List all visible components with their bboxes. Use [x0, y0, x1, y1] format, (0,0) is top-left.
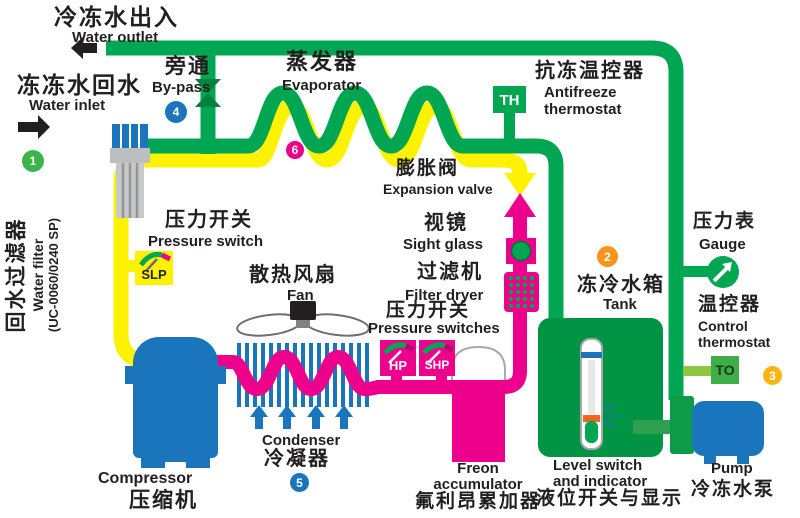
filter-dryer-icon	[504, 272, 539, 312]
to-sensor-label: TO	[715, 362, 735, 378]
control-thermostat-label-en2: thermostat	[698, 334, 771, 350]
slp-pressure-switch-icon	[135, 251, 173, 285]
bypass-label-cn: 旁通	[165, 55, 211, 78]
sight-glass-label-cn: 视镜	[424, 212, 468, 234]
gauge-icon	[683, 256, 739, 288]
marker-5: 5	[290, 473, 309, 492]
freon-accumulator-label-en2: accumulator	[433, 476, 523, 493]
bypass-label-en: By-pass	[152, 79, 211, 96]
fan-label-en: Fan	[287, 287, 314, 304]
expansion-valve-label-en: Expansion valve	[383, 181, 493, 197]
return-water-filter-label-en: Water filter	[30, 238, 46, 312]
level-switch-label-en2: and indicator	[553, 473, 648, 490]
return-water-filter-label: 回水过滤器 Water filter (UC-0060/0240 SP)	[0, 178, 90, 372]
antifreeze-thermostat-label-en2: thermostat	[544, 101, 622, 118]
gauge-label-en: Gauge	[699, 236, 746, 253]
evaporator-label-cn: 蒸发器	[286, 49, 359, 74]
expansion-valve-label-cn: 膨胀阀	[396, 158, 460, 179]
th-sensor-box	[493, 86, 526, 113]
fan-label-cn: 散热风扇	[249, 264, 337, 286]
antifreeze-thermostat-label-en1: Antifreeze	[544, 84, 617, 101]
level-switch-label-cn: 液位开关与显示	[536, 488, 684, 509]
tank-label-en: Tank	[603, 296, 637, 313]
shp-tag-label: SHP	[424, 358, 450, 372]
fan-icon	[236, 301, 370, 337]
condenser-label-en: Condenser	[262, 432, 341, 449]
freon-accumulator-label-en1: Freon	[457, 460, 499, 477]
pump-label-cn: 冷冻水泵	[691, 479, 776, 500]
expansion-feed-arrow-icon	[504, 193, 536, 217]
high-pressure-switches-label-en: Pressure switches	[368, 320, 500, 337]
water-outlet-label-cn: 冷冻水出入	[54, 4, 179, 30]
slp-tag-label: SLP	[141, 266, 167, 282]
condenser-airflow-arrows-icon	[250, 405, 353, 429]
filter-dryer-label-cn: 过滤机	[417, 261, 483, 283]
hp-tag-label: HP	[388, 357, 408, 373]
freon-accumulator-label-cn: 氟利昂累加器	[415, 491, 542, 512]
tank-label-cn: 冻冷水箱	[577, 274, 665, 296]
control-thermostat-label-en1: Control	[698, 318, 748, 334]
pump-icon	[633, 396, 764, 464]
sight-glass-label-en: Sight glass	[403, 236, 484, 253]
level-switch-label-en1: Level switch	[553, 457, 643, 474]
antifreeze-thermostat-label-cn: 抗冻温控器	[535, 60, 645, 82]
return-water-filter-label-cn: 回水过滤器	[5, 217, 28, 333]
high-pressure-switches-label-cn: 压力开关	[386, 300, 471, 321]
condenser-label-cn: 冷凝器	[264, 448, 330, 470]
sight-glass-icon	[506, 238, 536, 264]
low-pressure-switch-label-en: Pressure switch	[148, 233, 264, 250]
bypass-valve-icon	[195, 79, 221, 107]
freon-accumulator-body	[452, 383, 505, 462]
water-outlet-label-en: Water outlet	[72, 29, 159, 46]
compressor-label-cn: 压缩机	[129, 489, 198, 512]
marker-1: 1	[22, 150, 44, 172]
marker-2: 2	[597, 246, 618, 267]
hp-pressure-switch-icon	[380, 340, 416, 376]
evaporator-label-en: Evaporator	[282, 77, 362, 94]
control-thermostat-label-cn: 温控器	[698, 294, 762, 315]
compressor-label-en: Compressor	[98, 470, 193, 487]
level-switch-signal-icon	[604, 404, 617, 428]
compressor-icon	[125, 337, 226, 468]
gauge-label-cn: 压力表	[693, 211, 757, 232]
water-outlet-arrow-icon	[71, 37, 97, 59]
water-inlet-label-en: Water inlet	[29, 97, 106, 114]
shp-pressure-switch-icon	[419, 340, 455, 376]
to-sensor-box	[683, 356, 739, 384]
low-pressure-switch-label-cn: 压力开关	[165, 209, 253, 231]
return-water-filter-model: (UC-0060/0240 SP)	[46, 217, 61, 333]
marker-3: 3	[763, 366, 782, 385]
tank-icon	[538, 318, 663, 457]
pump-label-en: Pump	[711, 460, 753, 477]
th-sensor-label: TH	[499, 91, 520, 109]
expansion-inlet-arrow-icon	[504, 173, 536, 196]
marker-6: 6	[286, 141, 304, 159]
water-inlet-label-cn: 冻冻水回水	[17, 72, 142, 98]
water-inlet-arrow-icon	[18, 115, 50, 139]
marker-4: 4	[165, 101, 187, 123]
filter-dryer-label-en: Filter dryer	[405, 287, 484, 304]
water-filter-icon	[110, 124, 150, 218]
